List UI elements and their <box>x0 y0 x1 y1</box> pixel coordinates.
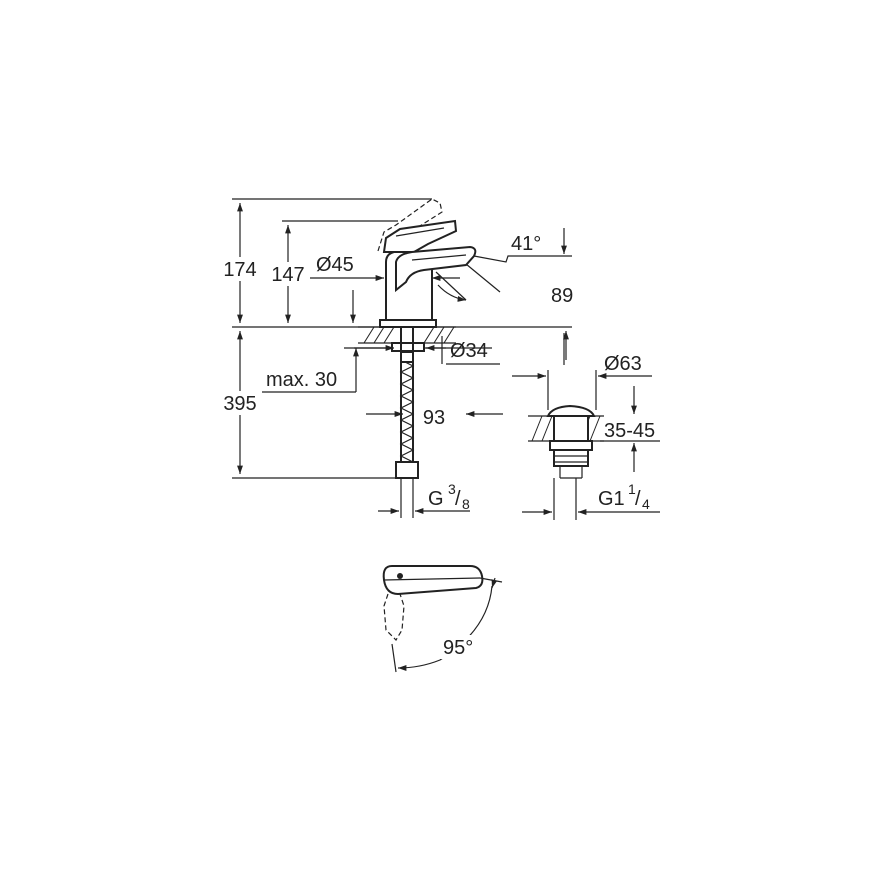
dim-g114-den: 4 <box>642 496 650 512</box>
dimension-395: 395 <box>220 331 262 474</box>
dim-g114-main: G1 <box>598 488 625 510</box>
dim-g38-main: G <box>428 488 444 510</box>
faucet-top-view <box>382 565 503 673</box>
dimension-93: 93 <box>366 407 503 429</box>
dimension-89: 89 <box>551 285 573 365</box>
dimension-angle-41: 41° <box>435 228 572 302</box>
dimension-174: 174 <box>220 203 262 323</box>
connection-hose <box>395 327 419 479</box>
dimension-d63: Ø63 <box>512 353 652 410</box>
dim-147-label: 147 <box>271 264 304 286</box>
dim-d45-label: Ø45 <box>316 254 354 276</box>
dim-89-label: 89 <box>551 285 573 307</box>
waste-valve <box>528 404 604 479</box>
dimension-d34: Ø34 <box>344 336 500 365</box>
dim-395-label: 395 <box>223 393 256 415</box>
dim-g38-den: 8 <box>462 496 470 512</box>
dimension-g38: G 3 / 8 <box>378 478 470 518</box>
dim-g38-slash: / <box>455 488 461 510</box>
dimension-max30: max. 30 <box>260 348 359 393</box>
dim-g38-num: 3 <box>448 481 456 497</box>
dim-g114-slash: / <box>635 488 641 510</box>
dim-d34-label: Ø34 <box>450 340 488 362</box>
dimension-angle-95: 95° <box>397 577 498 671</box>
dim-41-label: 41° <box>511 233 541 255</box>
dim-95-label: 95° <box>443 637 473 659</box>
dim-d63-label: Ø63 <box>604 353 642 375</box>
dim-g114-num: 1 <box>628 481 636 497</box>
dimension-147: 147 <box>268 225 310 323</box>
dimension-d45: Ø45 <box>310 254 460 323</box>
dim-93-label: 93 <box>423 407 445 429</box>
dimension-g114: G1 1 / 4 <box>522 478 660 520</box>
dimension-35-45: 35-45 <box>600 386 660 472</box>
dim-35-45-label: 35-45 <box>604 420 655 442</box>
dim-174-label: 174 <box>223 259 256 281</box>
dim-max30-label: max. 30 <box>266 369 337 391</box>
faucet-side-view <box>377 198 477 328</box>
